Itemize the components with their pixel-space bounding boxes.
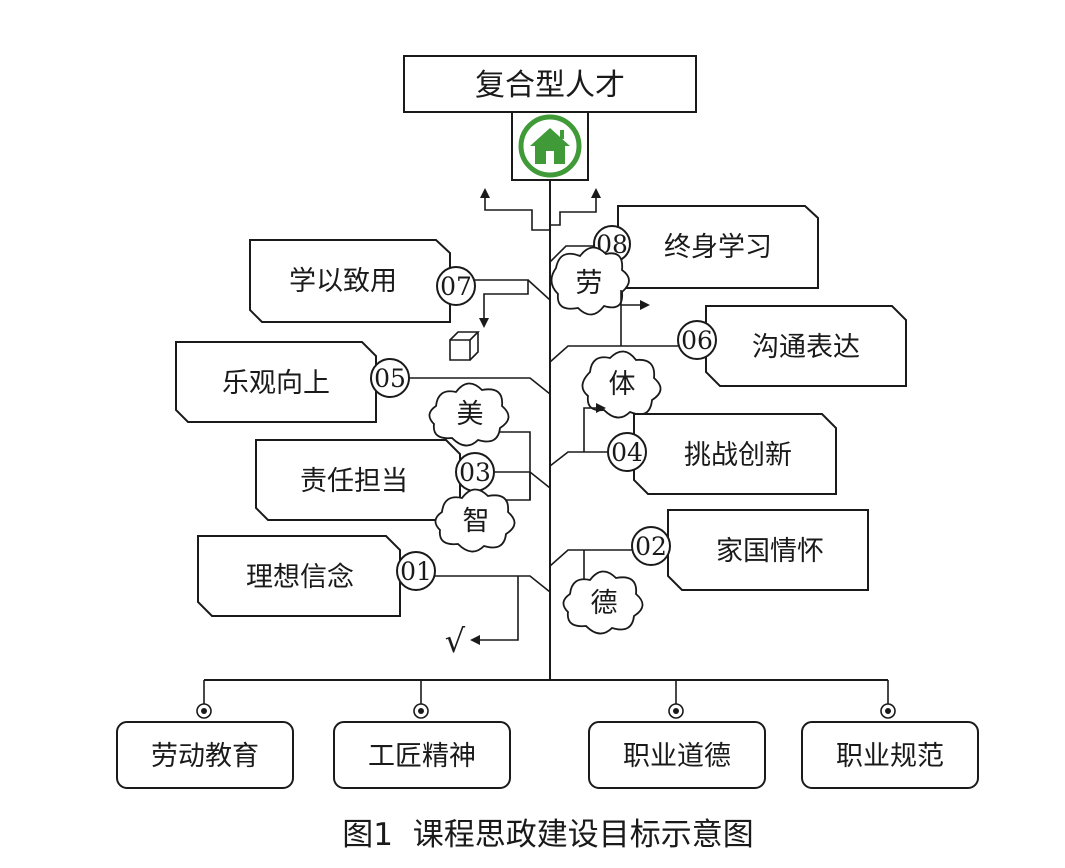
branch-01-number-circle [396,551,436,591]
branch-08-line [549,245,594,263]
cloud-body [581,350,662,419]
cloud-body-label: 体 [609,369,636,400]
home-icon [511,111,589,181]
cloud-wisdom-label: 智 [463,506,490,537]
branch-08-label: 终身学习 [664,232,772,263]
top-goal-label: 复合型人才 [475,68,625,103]
branch-06-label: 沟通表达 [752,332,860,363]
branch-07-arrow [475,279,529,328]
cloud-beauty [428,382,510,447]
branch-01-line [435,575,551,593]
cloud-wisdom [434,488,516,553]
branch-01-box [197,535,401,617]
root-label-craftsmanship: 工匠精神 [368,741,476,772]
root-box-professional-norms [801,721,979,789]
branch-07-number: 07 [440,272,472,301]
root-box-professional-ethics [588,721,766,789]
branch-06-line [549,345,678,363]
branch-04-label: 挑战创新 [684,440,792,471]
branch-05-line [409,377,551,395]
cloud-virtue-label: 德 [591,588,618,619]
top-goal-box [403,55,697,113]
branch-01-label: 理想信念 [246,562,354,593]
cloud-virtue [562,570,644,635]
branch-03-number: 03 [459,458,491,487]
branch-02-label: 家国情怀 [716,536,824,567]
branch-05-box [175,341,377,423]
cloud-labor-arrow [620,290,650,310]
root-label-professional-ethics: 职业道德 [623,741,731,772]
branch-06-number-circle [677,320,717,360]
branch-01-number: 01 [400,557,432,586]
branch-07-box [249,239,451,323]
branch-03-bracket [500,431,531,501]
top-left-arrow [480,188,550,231]
check-mark: √ [445,622,466,660]
cloud-labor [550,246,630,316]
branch-02-number-circle [631,526,671,566]
branch-06-box [705,305,907,387]
branch-07-label: 学以致用 [289,266,397,297]
branch-07-number-circle [436,266,476,306]
root-label-professional-norms: 职业规范 [836,741,944,772]
cloud-beauty-label: 美 [457,399,484,430]
branch-03-line [494,471,551,489]
root-box-labor-education [116,721,294,789]
branch-04-box [633,413,837,495]
branch-02-number: 02 [635,532,667,561]
branch-02-box [667,509,869,591]
branch-02-line [549,549,632,567]
branch-04-arrow [583,403,606,452]
figure-caption: 图1 课程思政建设目标示意图 [342,817,753,853]
branch-05-label: 乐观向上 [222,368,330,399]
branch-07-line [527,279,551,301]
branch-04-number: 04 [611,438,643,467]
top-right-arrow [550,188,601,226]
branch-01-arrow [470,576,519,645]
root-label-labor-education: 劳动教育 [151,741,259,772]
branch-06-number: 06 [681,326,713,355]
branch-04-line [549,451,608,467]
root-connectors [196,680,896,719]
root-box-craftsmanship [333,721,511,789]
cube-icon [449,331,480,361]
cloud-labor-label: 劳 [576,268,603,299]
branch-03-label: 责任担当 [300,466,408,497]
branch-05-number: 05 [374,364,406,393]
